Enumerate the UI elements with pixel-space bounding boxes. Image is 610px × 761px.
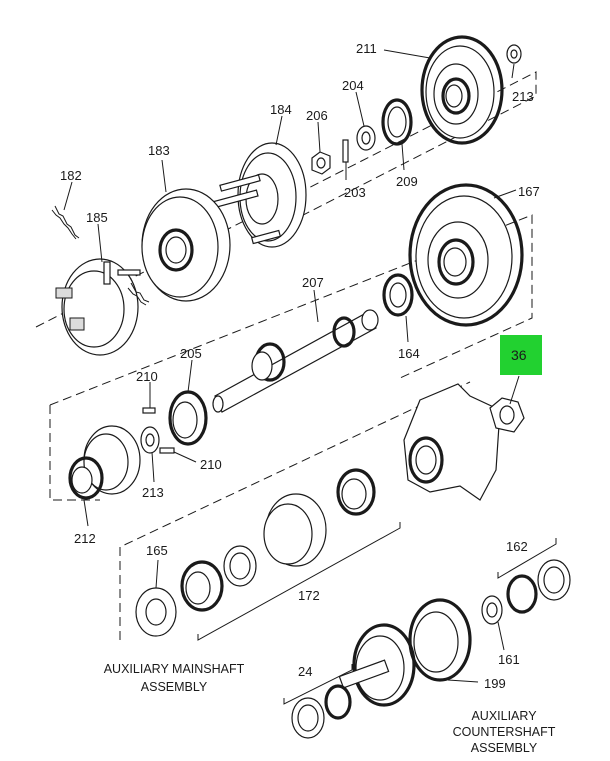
caption-countershaft-line1: AUXILIARY <box>471 709 537 723</box>
piston-183 <box>141 188 231 302</box>
shaft-212 <box>68 425 141 500</box>
ring-209 <box>381 98 413 146</box>
caption-countershaft-line2: COUNTERSHAFT <box>453 725 556 739</box>
highlight-box <box>500 335 542 375</box>
pin-210-lower <box>159 447 175 454</box>
leader-lines <box>63 49 520 683</box>
assembly-captions: AUXILIARY MAINSHAFT ASSEMBLY AUXILIARY C… <box>104 662 556 755</box>
bearing-162 <box>506 559 571 614</box>
washer-213-mid <box>140 426 160 454</box>
washer-161 <box>481 595 503 625</box>
cylinder-185 <box>55 258 141 356</box>
nut-36 <box>489 397 525 433</box>
label-213-top: 213 <box>512 89 534 104</box>
label-199: 199 <box>484 676 506 691</box>
brackets <box>197 522 557 705</box>
caption-countershaft-line3: ASSEMBLY <box>471 741 538 755</box>
label-213-mid: 213 <box>142 485 164 500</box>
gear-205 <box>168 390 208 446</box>
bearing-cup-large <box>263 493 327 567</box>
gear-167 <box>408 183 524 327</box>
bearing-24 <box>291 684 352 739</box>
label-204: 204 <box>342 78 364 93</box>
ring-164 <box>382 273 414 317</box>
label-206: 206 <box>306 108 328 123</box>
label-164: 164 <box>398 346 420 361</box>
label-203: 203 <box>344 185 366 200</box>
label-185: 185 <box>86 210 108 225</box>
bearing-spacer <box>223 545 257 587</box>
pin-210-upper <box>142 407 156 414</box>
label-212: 212 <box>74 531 96 546</box>
washer-204 <box>356 125 376 151</box>
yoke <box>403 383 501 501</box>
gear-211 <box>420 35 504 145</box>
label-172: 172 <box>298 588 320 603</box>
part-labels: 211 213 204 206 184 183 182 185 203 209 … <box>60 41 540 691</box>
label-184: 184 <box>270 102 292 117</box>
nut-206 <box>311 151 331 175</box>
label-162: 162 <box>506 539 528 554</box>
label-167: 167 <box>518 184 540 199</box>
label-205: 205 <box>180 346 202 361</box>
countershaft-199 <box>338 598 472 707</box>
label-183: 183 <box>148 143 170 158</box>
label-210-lower: 210 <box>200 457 222 472</box>
label-209: 209 <box>396 174 418 189</box>
bearing-cone-lower <box>180 560 224 612</box>
label-182: 182 <box>60 168 82 183</box>
washer-165 <box>135 587 177 637</box>
pin-203 <box>342 139 349 163</box>
label-211: 211 <box>356 41 377 56</box>
label-165: 165 <box>146 543 168 558</box>
spring-182 <box>51 205 150 306</box>
label-24: 24 <box>298 664 312 679</box>
label-36-highlighted: 36 <box>511 347 527 363</box>
caption-mainshaft-line2: ASSEMBLY <box>141 680 208 694</box>
bearing-cone-upper <box>336 468 376 516</box>
label-207: 207 <box>302 275 324 290</box>
label-210-upper: 210 <box>136 369 158 384</box>
washer-213-top <box>506 44 522 64</box>
label-161: 161 <box>498 652 520 667</box>
caption-mainshaft-line1: AUXILIARY MAINSHAFT <box>104 662 245 676</box>
mainshaft-207 <box>212 309 379 413</box>
housing-184 <box>211 142 307 248</box>
